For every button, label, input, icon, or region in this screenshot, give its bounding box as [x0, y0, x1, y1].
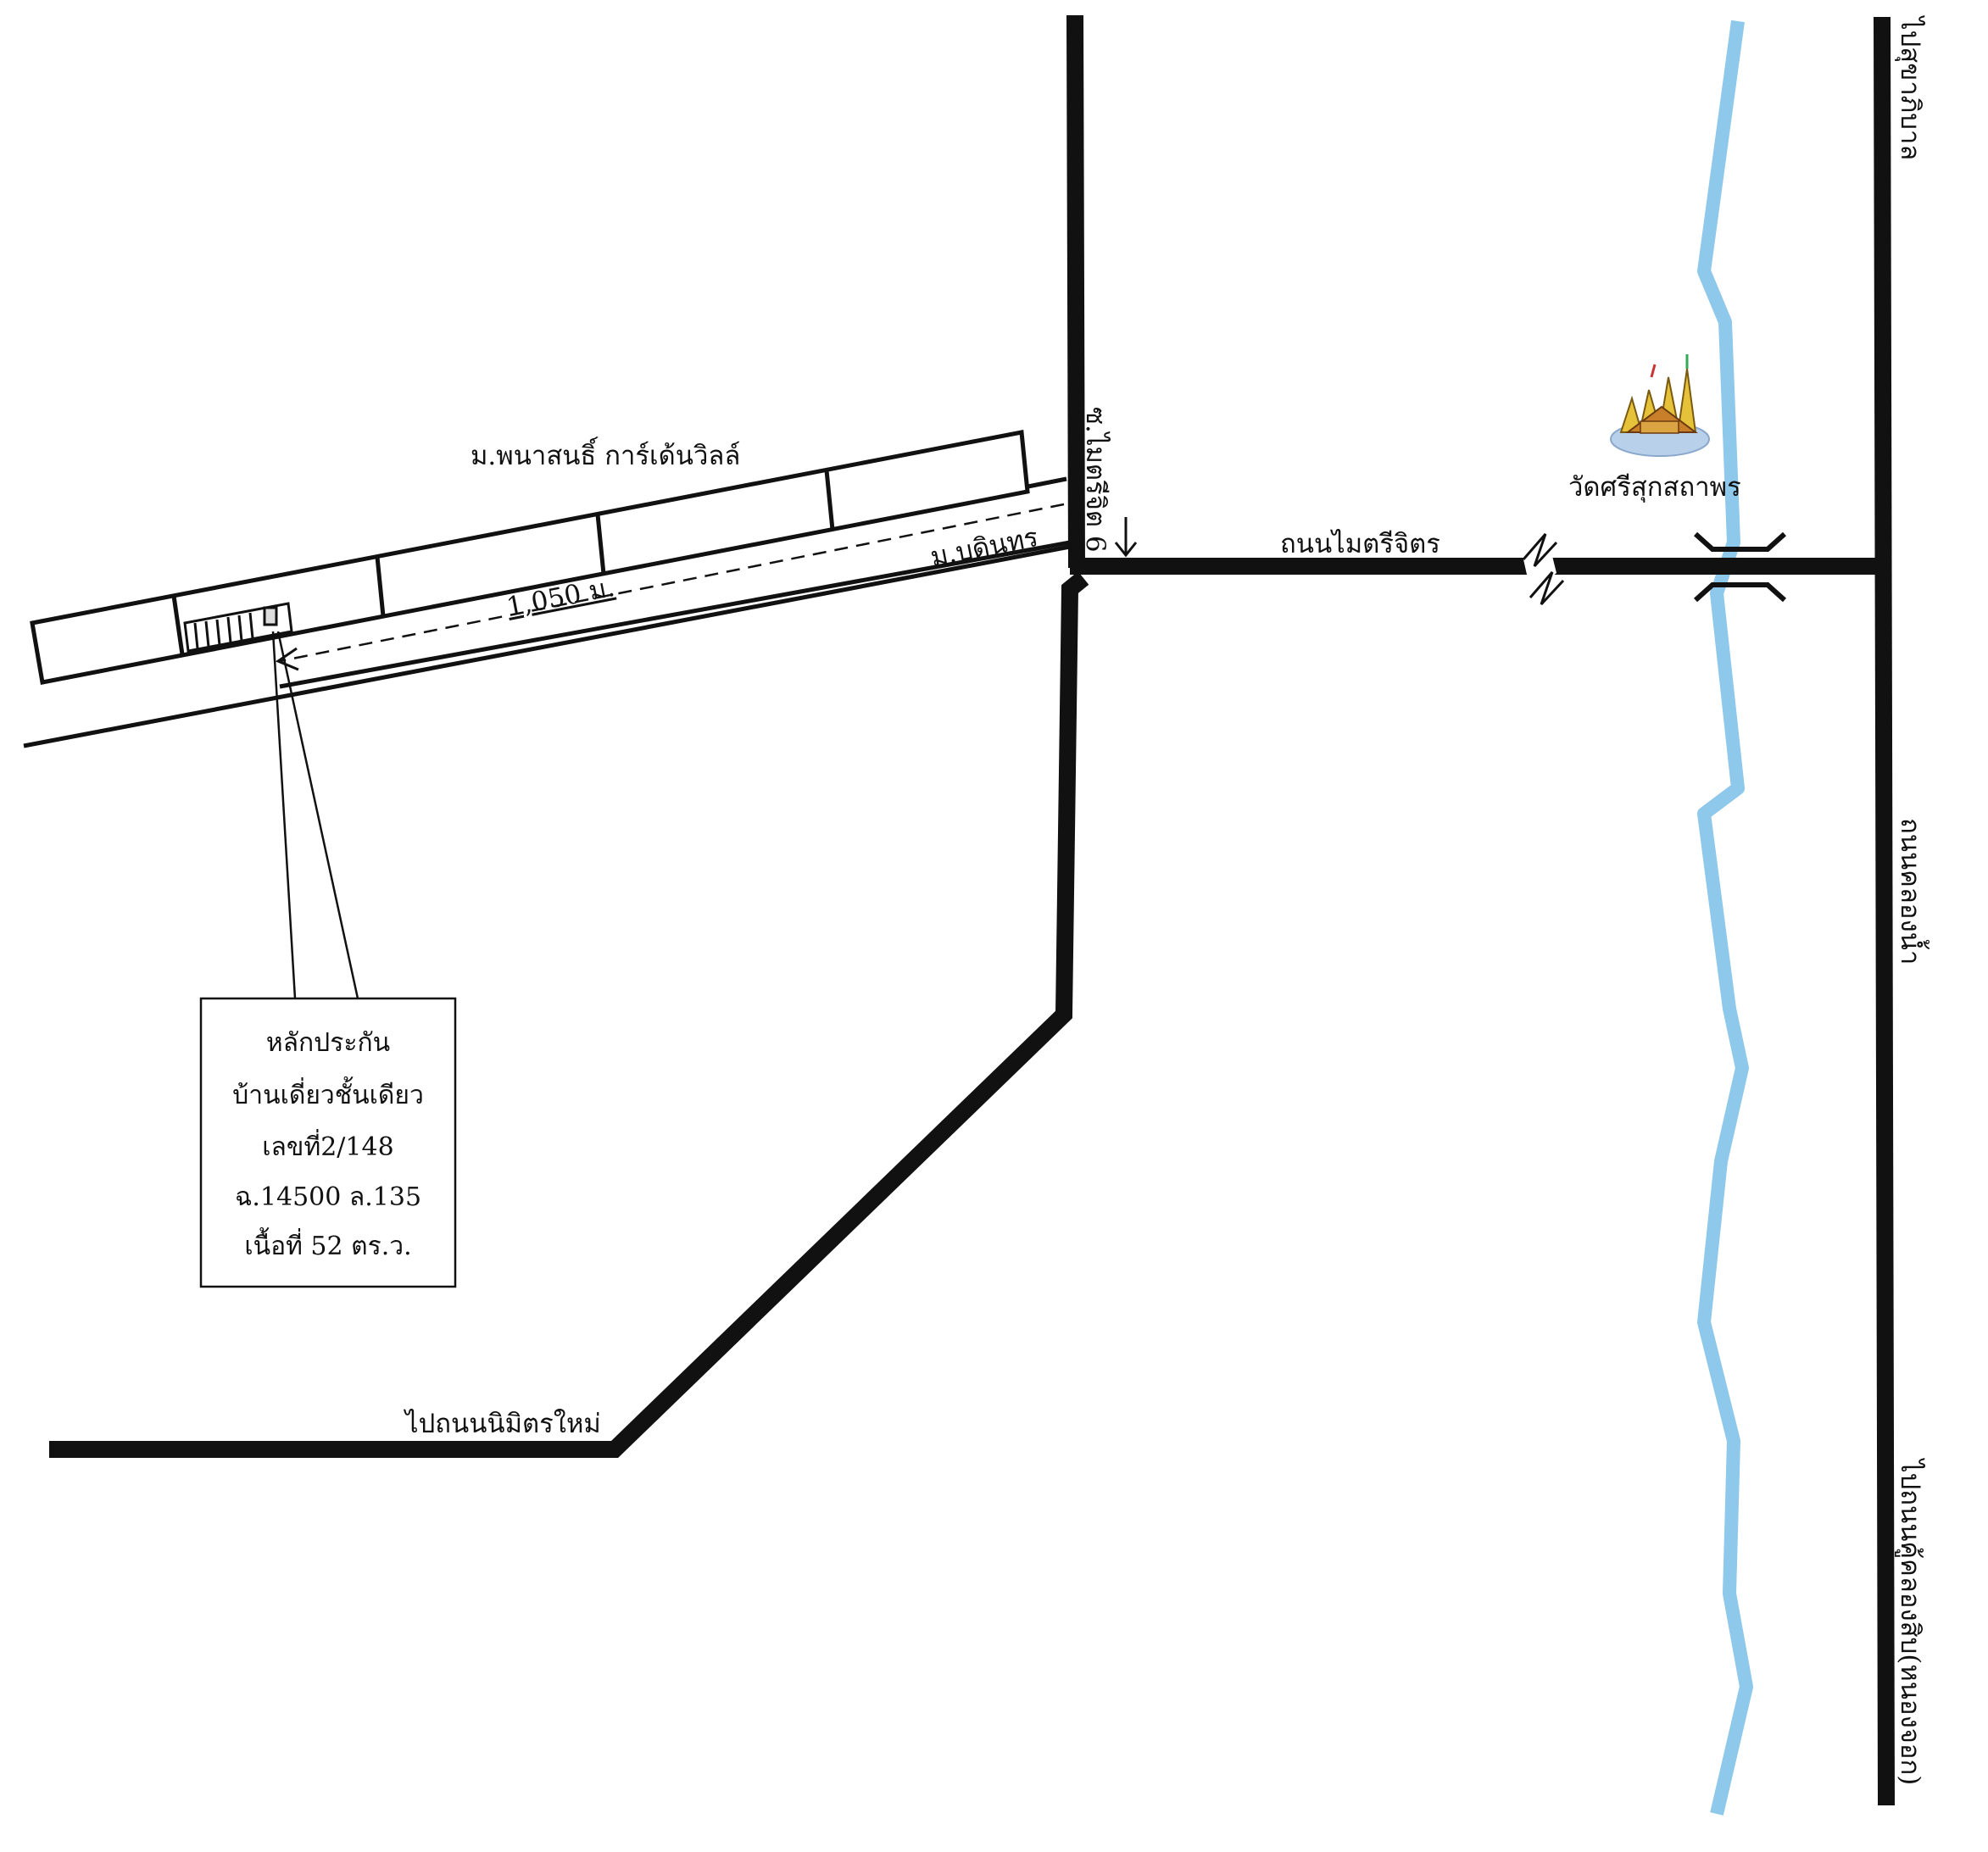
route-arrowhead	[275, 647, 299, 671]
village-south-label: ม.บดินทร	[928, 522, 1041, 573]
collateral-line-1: หลักประกัน	[266, 1028, 390, 1058]
collateral-text: หลักประกัน บ้านเดี่ยวชั้นเดียว เลขที่2/1…	[232, 1028, 424, 1261]
temple-label: วัดศรีสุกสถาพร	[1568, 472, 1741, 503]
temple-icon	[1610, 354, 1710, 457]
to-nimit-mai-label: ไปถนนนิมิตรใหม่	[403, 1409, 601, 1439]
soi-arrow	[1114, 517, 1138, 558]
road-to-nimit-mai	[49, 571, 1089, 1458]
road-sukhaphiban-khlong-nam	[1874, 16, 1895, 1806]
collateral-plot	[183, 602, 293, 653]
collateral-pointer	[271, 631, 359, 999]
major-roads	[49, 14, 1895, 1806]
road-soi-north	[1066, 14, 1085, 569]
river	[1697, 19, 1753, 1816]
main-road-label: ถนนไมตรีจิตร	[1280, 529, 1440, 559]
village-north-label: ม.พนาสนธิ์ การ์เด้นวิลล์	[471, 436, 740, 471]
road-break-symbol	[1522, 533, 1565, 606]
khlong-nam-road-label: ถนนคลองน้ำ	[1895, 818, 1930, 965]
collateral-line-5: เนื้อที่ 52 ตร.ว.	[244, 1227, 411, 1261]
collateral-line-2: บ้านเดี่ยวชั้นเดียว	[232, 1076, 424, 1110]
distance-route	[279, 503, 1065, 663]
bridge-symbol	[1693, 531, 1787, 603]
collateral-line-4: ฉ.14500 ล.135	[235, 1182, 421, 1212]
soi-label: ซ.ไมตรีจิต 6	[1080, 407, 1111, 553]
collateral-box	[199, 997, 457, 1288]
to-khlong-sip-label: ไปถนนคู้คลองสิบ(หนองจอก)	[1895, 1457, 1925, 1785]
to-sukhaphiban-label: ไปสุขาภิบาล	[1894, 14, 1925, 160]
collateral-line-3: เลขที่2/148	[262, 1129, 393, 1162]
